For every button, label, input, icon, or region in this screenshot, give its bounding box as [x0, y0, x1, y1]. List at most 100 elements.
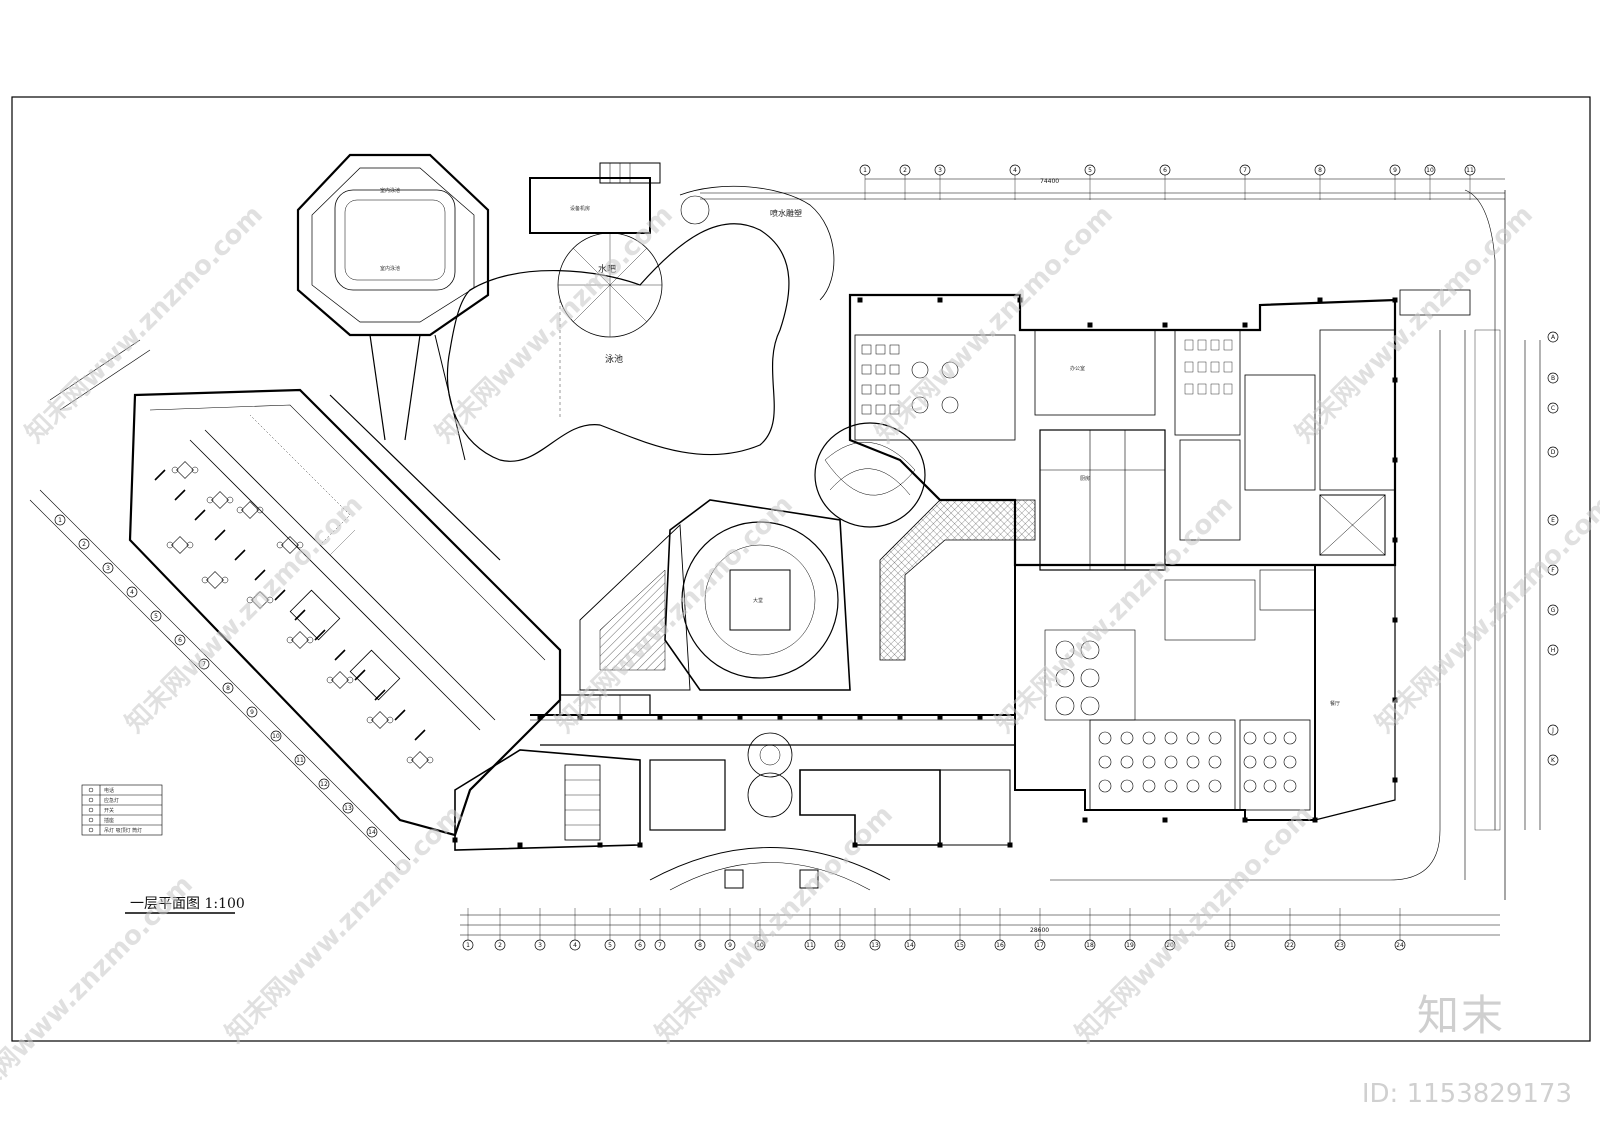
- round-table: [911, 396, 929, 414]
- grid-bubble-diagonal: 1: [54, 514, 66, 526]
- south-dining-block: [1014, 564, 1396, 821]
- furniture-set: [201, 571, 229, 589]
- furniture-set: [236, 501, 264, 519]
- column: [937, 714, 943, 720]
- diagonal-guest-wing: [128, 388, 562, 837]
- column: [597, 842, 603, 848]
- column: [697, 714, 703, 720]
- grid-bubble-right: A: [1547, 331, 1559, 343]
- watermark-text: 知末网www.znzmo.com: [220, 800, 469, 1049]
- grid-bubble-bottom: 23: [1334, 939, 1346, 951]
- dining-tables: [1055, 640, 1297, 793]
- drawing-title: 一层平面图 1:100: [130, 896, 245, 912]
- office-label: 办公室: [1070, 365, 1085, 372]
- column: [937, 842, 943, 848]
- dining-table: [1142, 755, 1156, 769]
- grid-bubble-top: 4: [1009, 164, 1021, 176]
- grid-bubble-diagonal: 9: [246, 706, 258, 718]
- grid-bubble-top: 2: [899, 164, 911, 176]
- grid-bubble-bottom: 4: [569, 939, 581, 951]
- round-table: [1080, 668, 1100, 688]
- dining-table: [1120, 731, 1134, 745]
- grid-bubble-bottom: 12: [834, 939, 846, 951]
- desk: [1210, 383, 1220, 395]
- svg-text:7: 7: [658, 942, 662, 949]
- pool-label: 泳池: [605, 353, 623, 365]
- watermark-text: 知末网www.znzmo.com: [0, 870, 199, 1119]
- fountain-label: 喷水雕塑: [770, 208, 802, 218]
- chair: [875, 384, 886, 395]
- round-table: [1080, 696, 1100, 716]
- svg-text:13: 13: [344, 805, 352, 812]
- svg-text:3: 3: [106, 565, 110, 572]
- grid-bubble-diagonal: 2: [78, 538, 90, 550]
- grid-bubble-diagonal: 10: [270, 730, 282, 742]
- column: [1017, 297, 1023, 303]
- grid-bubble-top: 8: [1314, 164, 1326, 176]
- watermark-text: 知末网www.znzmo.com: [430, 200, 679, 449]
- grid-bubble-bottom: 24: [1394, 939, 1406, 951]
- dining-table: [1243, 755, 1257, 769]
- svg-text:F: F: [1551, 567, 1555, 574]
- svg-text:2: 2: [498, 942, 502, 949]
- legend-entry: 电话: [104, 787, 114, 794]
- right-dimension-chain: [1524, 340, 1541, 830]
- grid-bubble-right: K: [1547, 754, 1559, 766]
- svg-text:13: 13: [871, 942, 879, 949]
- legend-symbol: [88, 797, 94, 803]
- dining-table: [1186, 779, 1200, 793]
- column: [1312, 817, 1318, 823]
- grid-bubble-bottom: 11: [804, 939, 816, 951]
- indoor-pool-building: [296, 153, 490, 461]
- svg-text:B: B: [1551, 375, 1555, 382]
- column: [1162, 817, 1168, 823]
- desk: [1223, 339, 1233, 351]
- grid-bubble-bottom: 9: [724, 939, 736, 951]
- water-bar-label: 水吧: [598, 263, 616, 275]
- desk: [1210, 339, 1220, 351]
- svg-text:12: 12: [836, 942, 844, 949]
- grid-bubble-bottom: 1: [462, 939, 474, 951]
- grid-bubble-bottom: 16: [994, 939, 1006, 951]
- dining-table: [1186, 731, 1200, 745]
- watermark-text: 知末网www.znzmo.com: [1290, 200, 1539, 449]
- chair: [889, 384, 900, 395]
- desk: [1223, 361, 1233, 373]
- chair: [861, 404, 872, 415]
- svg-text:10: 10: [1426, 167, 1434, 174]
- column: [577, 714, 583, 720]
- grid-bubble-right: E: [1547, 514, 1559, 526]
- wing-furniture: [166, 461, 434, 769]
- dining-table: [1208, 731, 1222, 745]
- svg-text:15: 15: [956, 942, 964, 949]
- svg-text:24: 24: [1396, 942, 1404, 949]
- svg-text:9: 9: [1393, 167, 1397, 174]
- svg-text:5: 5: [1088, 167, 1092, 174]
- dining-table: [1283, 755, 1297, 769]
- dining-table: [1142, 779, 1156, 793]
- dining-table: [1208, 755, 1222, 769]
- grid-bubble-right: G: [1547, 604, 1559, 616]
- watermark-text: 知末网www.znzmo.com: [870, 200, 1119, 449]
- column: [1007, 842, 1013, 848]
- svg-text:6: 6: [178, 637, 182, 644]
- dining-table: [1164, 731, 1178, 745]
- grid-bubble-bottom: 15: [954, 939, 966, 951]
- svg-text:1: 1: [58, 517, 62, 524]
- column: [537, 714, 543, 720]
- dining-table: [1098, 779, 1112, 793]
- svg-text:A: A: [1551, 334, 1556, 341]
- top-dim-total: 74400: [1040, 178, 1059, 185]
- bottom-dim-total: 28600: [1030, 927, 1049, 934]
- svg-text:5: 5: [154, 613, 158, 620]
- grid-bubble-top: 3: [934, 164, 946, 176]
- chair: [889, 364, 900, 375]
- furniture-set: [171, 461, 199, 479]
- column: [737, 714, 743, 720]
- grid-bubble-top: 11: [1464, 164, 1476, 176]
- chair: [861, 384, 872, 395]
- column: [1162, 322, 1168, 328]
- legend-table: [81, 784, 163, 836]
- equipment-room-label: 设备机房: [570, 205, 590, 212]
